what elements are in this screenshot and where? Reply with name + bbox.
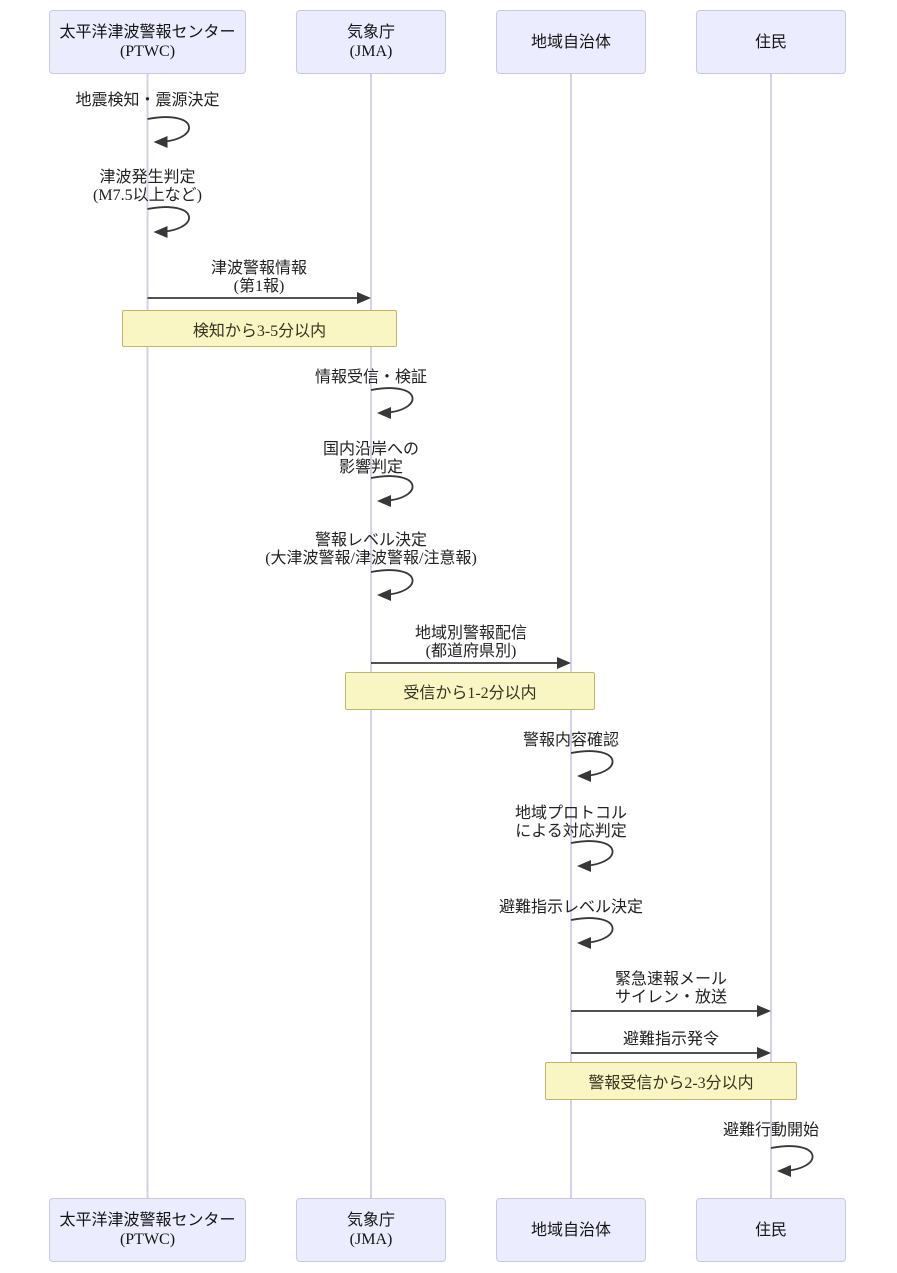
actor-label: 地域自治体	[530, 1221, 611, 1239]
actor-label: 気象庁	[346, 1212, 395, 1229]
note-warning-receive-2-3min: 警報受信から2-3分以内	[545, 1062, 797, 1100]
actor-label: 太平洋津波警報センター	[59, 1212, 236, 1229]
self-message-warning-level: 警報レベル決定 (大津波警報/津波警報/注意報)	[265, 532, 477, 567]
message-evac-order: 避難指示発令	[622, 1031, 720, 1048]
self-loop-confirm-warning	[570, 750, 614, 782]
self-loop-tsunami-judge	[147, 206, 190, 238]
actor-label: 気象庁	[346, 24, 395, 41]
note-detection-3-5min: 検知から3-5分以内	[122, 310, 397, 347]
actor-label: 地域自治体	[530, 33, 611, 51]
message-emergency-mail: 緊急速報メール サイレン・放送	[614, 971, 728, 1006]
self-loop-coast-impact	[370, 475, 414, 507]
actor-label: (JMA)	[349, 43, 393, 60]
actor-label: (PTWC)	[119, 43, 176, 60]
note-receive-1-2min: 受信から1-2分以内	[345, 672, 595, 710]
actor-label: (JMA)	[349, 1231, 393, 1248]
actor-bottom-jma: 気象庁 (JMA)	[296, 1198, 446, 1262]
actor-label: (PTWC)	[119, 1231, 176, 1248]
actor-bottom-residents: 住民	[696, 1198, 846, 1262]
actor-label: 太平洋津波警報センター	[59, 24, 236, 41]
self-loop-info-verify	[370, 387, 414, 419]
actor-bottom-municipality: 地域自治体	[496, 1198, 646, 1262]
actor-top-ptwc: 太平洋津波警報センター (PTWC)	[49, 10, 246, 74]
self-loop-warning-level	[370, 569, 414, 601]
actor-top-residents: 住民	[696, 10, 846, 74]
actor-label: 住民	[754, 33, 787, 51]
self-loop-protocol-judge	[570, 840, 614, 872]
actor-bottom-ptwc: 太平洋津波警報センター (PTWC)	[49, 1198, 246, 1262]
actor-label: 住民	[754, 1221, 787, 1239]
self-message-evac-start: 避難行動開始	[722, 1122, 820, 1139]
self-message-info-verify: 情報受信・検証	[314, 369, 428, 386]
self-message-protocol-judge: 地域プロトコル による対応判定	[514, 805, 628, 840]
self-message-quake-detect: 地震検知・震源決定	[75, 92, 220, 109]
self-message-evac-level: 避難指示レベル決定	[498, 899, 644, 916]
self-loop-evac-level	[570, 917, 614, 949]
actor-top-municipality: 地域自治体	[496, 10, 646, 74]
self-message-coast-impact: 国内沿岸への 影響判定	[322, 441, 420, 476]
message-regional-dist: 地域別警報配信 (都道府県別)	[414, 625, 528, 660]
actor-top-jma: 気象庁 (JMA)	[296, 10, 446, 74]
self-message-confirm-warning: 警報内容確認	[522, 732, 620, 749]
self-loop-evac-start	[770, 1145, 814, 1177]
self-loop-quake-detect	[147, 116, 190, 148]
self-message-tsunami-judge: 津波発生判定 (M7.5以上など)	[93, 169, 202, 204]
message-warning-info: 津波警報情報 (第1報)	[210, 260, 308, 295]
